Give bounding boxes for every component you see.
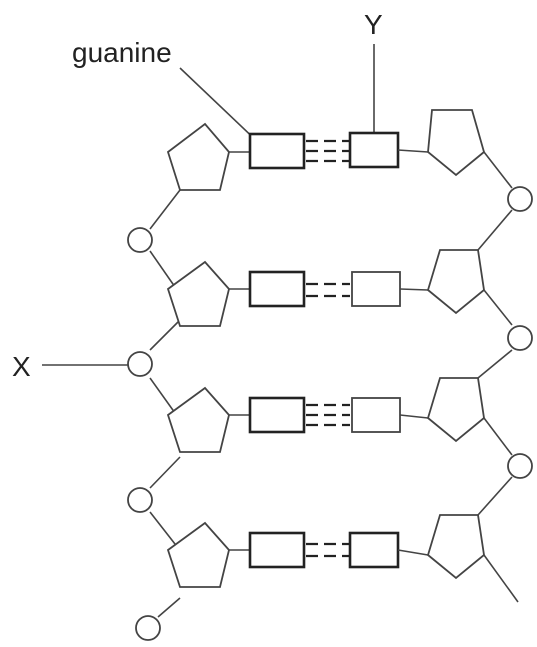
base-rect [351,271,401,307]
base-pair-3 [229,396,429,434]
left-sugars [166,122,230,588]
base-pair-1 [229,131,429,170]
base-rect [348,531,400,569]
phosphate-x-circle [127,351,153,377]
base-guanine-rect [248,132,306,170]
right-phosphates [507,186,533,479]
base-pair-2 [229,270,429,308]
left-backbone [149,189,181,618]
right-sugars [426,109,486,580]
sugar-pentagon [426,249,485,315]
phosphate-circle [135,615,161,641]
phosphate-circle [127,227,153,253]
sugar-pentagon [426,514,485,580]
phosphate-circle [507,453,533,479]
base-rect [248,396,306,434]
phosphate-circle [507,325,533,351]
label-guanine: guanine [72,37,172,68]
base-y-rect [348,131,400,169]
base-rect [248,531,306,569]
leader-guanine [179,67,263,147]
label-x: X [12,351,31,382]
sugar-pentagon [427,109,486,177]
sugar-pentagon [166,122,230,191]
phosphate-circle [127,487,153,513]
sugar-pentagon [166,260,230,327]
right-backbone [477,151,519,603]
base-rect [248,270,306,308]
base-pair-4 [229,531,429,569]
label-y: Y [364,9,383,40]
sugar-pentagon [166,521,230,588]
base-rect [351,397,401,433]
sugar-pentagon [166,386,230,453]
phosphate-circle [507,186,533,212]
left-phosphates [127,227,161,641]
sugar-pentagon [426,377,485,443]
